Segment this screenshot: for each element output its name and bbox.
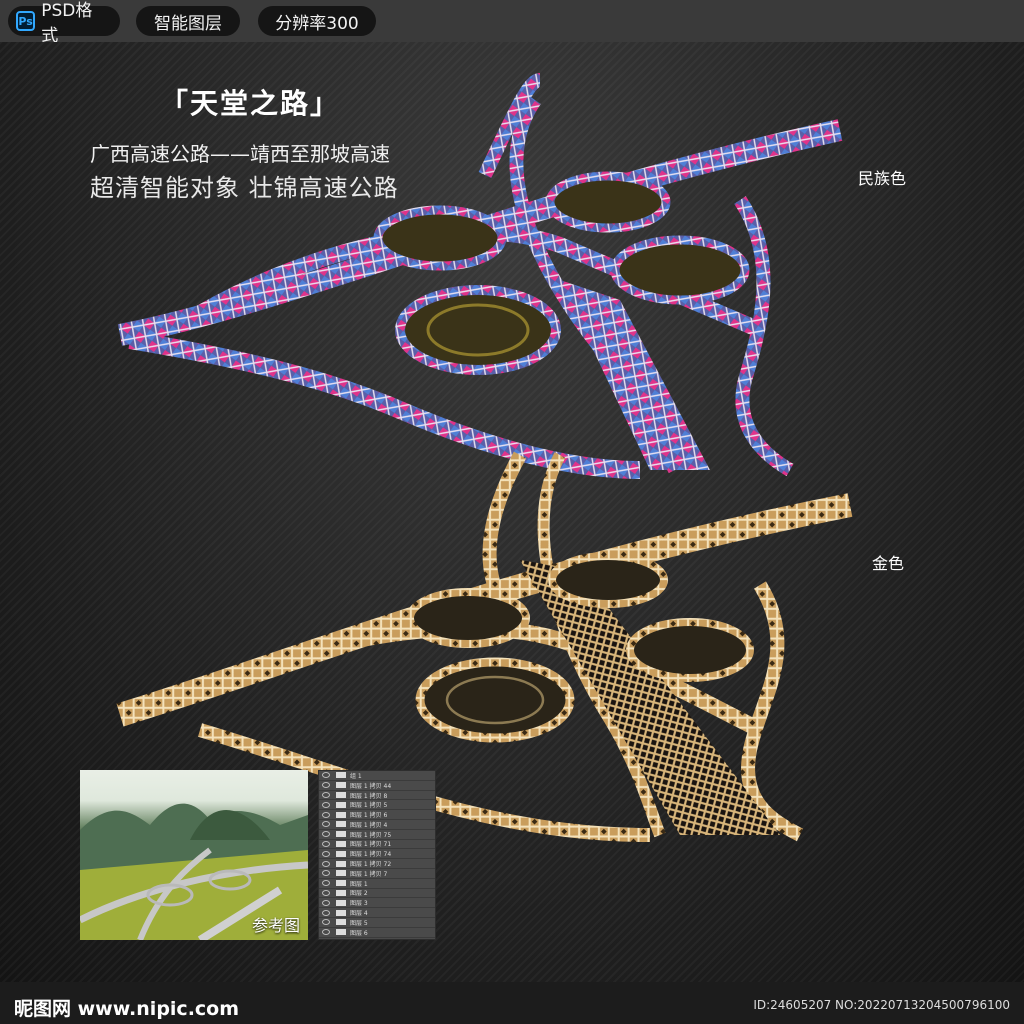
layer-thumbnail bbox=[336, 889, 346, 896]
layer-thumbnail bbox=[336, 919, 346, 926]
layer-row[interactable]: 图层 1 拷贝 75 bbox=[319, 830, 435, 840]
layer-row[interactable]: 图层 5 bbox=[319, 918, 435, 928]
layer-name: 图层 1 拷贝 72 bbox=[350, 861, 392, 869]
layer-row[interactable]: 图层 1 bbox=[319, 879, 435, 889]
ethnic-interchange bbox=[117, 73, 843, 479]
layer-thumbnail bbox=[336, 929, 346, 936]
visibility-eye-icon[interactable] bbox=[322, 919, 330, 926]
poster-subtitle-description: 超清智能对象 壮锦高速公路 bbox=[90, 174, 399, 202]
visibility-eye-icon[interactable] bbox=[322, 899, 330, 906]
gold-interchange bbox=[116, 451, 853, 842]
site-brand: 昵图网 www.nipic.com bbox=[14, 998, 240, 1020]
reference-photo-label: 参考图 bbox=[251, 916, 300, 935]
visibility-eye-icon[interactable] bbox=[322, 791, 330, 798]
layer-name: 图层 1 拷贝 74 bbox=[350, 851, 392, 859]
layer-name: 图层 5 bbox=[350, 919, 368, 927]
visibility-eye-icon[interactable] bbox=[322, 801, 330, 808]
visibility-eye-icon[interactable] bbox=[322, 811, 330, 818]
layer-row[interactable]: 图层 1 拷贝 72 bbox=[319, 859, 435, 869]
visibility-eye-icon[interactable] bbox=[322, 909, 330, 916]
layer-name: 图层 1 拷贝 4 bbox=[350, 821, 388, 829]
top-bar: Ps PSD格式 智能图层 分辨率300 bbox=[0, 0, 1024, 46]
resolution-badge: 分辨率300 bbox=[258, 6, 376, 36]
layer-thumbnail bbox=[336, 840, 346, 847]
layer-row[interactable]: 图层 1 拷贝 5 bbox=[319, 800, 435, 811]
layer-thumbnail bbox=[336, 772, 346, 779]
smart-layer-badge: 智能图层 bbox=[136, 6, 240, 36]
layer-name: 图层 1 拷贝 5 bbox=[350, 802, 388, 810]
psd-format-label: PSD格式 bbox=[41, 1, 93, 46]
layer-thumbnail bbox=[336, 909, 346, 916]
visibility-eye-icon[interactable] bbox=[322, 772, 330, 779]
layer-row[interactable]: 图层 6 bbox=[319, 928, 435, 938]
layer-thumbnail bbox=[336, 791, 346, 798]
layer-row[interactable]: 图层 4 bbox=[319, 908, 435, 918]
visibility-eye-icon[interactable] bbox=[322, 782, 330, 789]
layer-row[interactable]: 组 1 bbox=[319, 771, 435, 781]
layer-row[interactable]: 图层 1 拷贝 8 bbox=[319, 791, 435, 801]
layer-name: 图层 1 bbox=[350, 880, 368, 888]
poster-subtitle-route: 广西高速公路——靖西至那坡高速 bbox=[90, 142, 390, 166]
layer-row[interactable]: 图层 1 拷贝 7 bbox=[319, 869, 435, 879]
layer-row[interactable]: 图层 1 拷贝 74 bbox=[319, 849, 435, 860]
layer-thumbnail bbox=[336, 850, 346, 857]
resolution-label: 分辨率300 bbox=[275, 13, 359, 34]
visibility-eye-icon[interactable] bbox=[322, 821, 330, 828]
layer-row[interactable]: 图层 1 拷贝 6 bbox=[319, 810, 435, 820]
layer-row[interactable]: 图层 1 拷贝 71 bbox=[319, 840, 435, 850]
layer-thumbnail bbox=[336, 880, 346, 887]
layer-row[interactable]: 图层 2 bbox=[319, 889, 435, 899]
layer-name: 图层 1 拷贝 7 bbox=[350, 870, 388, 878]
image-id: ID:24605207 NO:20220713204500796100 bbox=[753, 998, 1010, 1012]
psd-format-badge: Ps PSD格式 bbox=[8, 1, 120, 46]
layer-thumbnail bbox=[336, 811, 346, 818]
layer-row[interactable]: 图层 1 拷贝 4 bbox=[319, 820, 435, 830]
layer-thumbnail bbox=[336, 831, 346, 838]
layer-name: 图层 1 拷贝 8 bbox=[350, 792, 388, 800]
photoshop-icon: Ps bbox=[16, 11, 36, 31]
layer-thumbnail bbox=[336, 821, 346, 828]
layer-name: 图层 6 bbox=[350, 929, 368, 937]
visibility-eye-icon[interactable] bbox=[322, 929, 330, 936]
visibility-eye-icon[interactable] bbox=[322, 889, 330, 896]
layer-thumbnail bbox=[336, 860, 346, 867]
reference-photo-scene bbox=[80, 803, 308, 940]
layer-name: 图层 4 bbox=[350, 910, 368, 918]
layer-name: 组 1 bbox=[350, 772, 362, 780]
gold-color-label: 金色 bbox=[872, 554, 905, 573]
layer-name: 图层 3 bbox=[350, 900, 368, 908]
layer-thumbnail bbox=[336, 801, 346, 808]
layer-name: 图层 1 拷贝 6 bbox=[350, 812, 388, 820]
visibility-eye-icon[interactable] bbox=[322, 870, 330, 877]
visibility-eye-icon[interactable] bbox=[322, 850, 330, 857]
layers-panel: 组 1 图层 1 拷贝 44 图层 1 拷贝 8 图层 1 拷贝 5 图层 1 拷贝 6… bbox=[318, 770, 436, 940]
layer-thumbnail bbox=[336, 782, 346, 789]
ethnic-color-label: 民族色 bbox=[858, 169, 907, 188]
smart-layer-label: 智能图层 bbox=[154, 13, 222, 34]
poster-title: 「天堂之路」 bbox=[160, 87, 341, 120]
layer-thumbnail bbox=[336, 870, 346, 877]
layer-name: 图层 1 拷贝 71 bbox=[350, 841, 392, 849]
footer-bar bbox=[0, 982, 1024, 1024]
layer-thumbnail bbox=[336, 899, 346, 906]
reference-photo: 参考图 bbox=[80, 770, 308, 940]
visibility-eye-icon[interactable] bbox=[322, 860, 330, 867]
visibility-eye-icon[interactable] bbox=[322, 880, 330, 887]
layer-name: 图层 1 拷贝 75 bbox=[350, 831, 392, 839]
layer-row[interactable]: 图层 3 bbox=[319, 898, 435, 909]
layer-row[interactable]: 图层 1 拷贝 44 bbox=[319, 781, 435, 791]
visibility-eye-icon[interactable] bbox=[322, 840, 330, 847]
visibility-eye-icon[interactable] bbox=[322, 831, 330, 838]
layer-name: 图层 2 bbox=[350, 890, 368, 898]
layer-name: 图层 1 拷贝 44 bbox=[350, 782, 392, 790]
